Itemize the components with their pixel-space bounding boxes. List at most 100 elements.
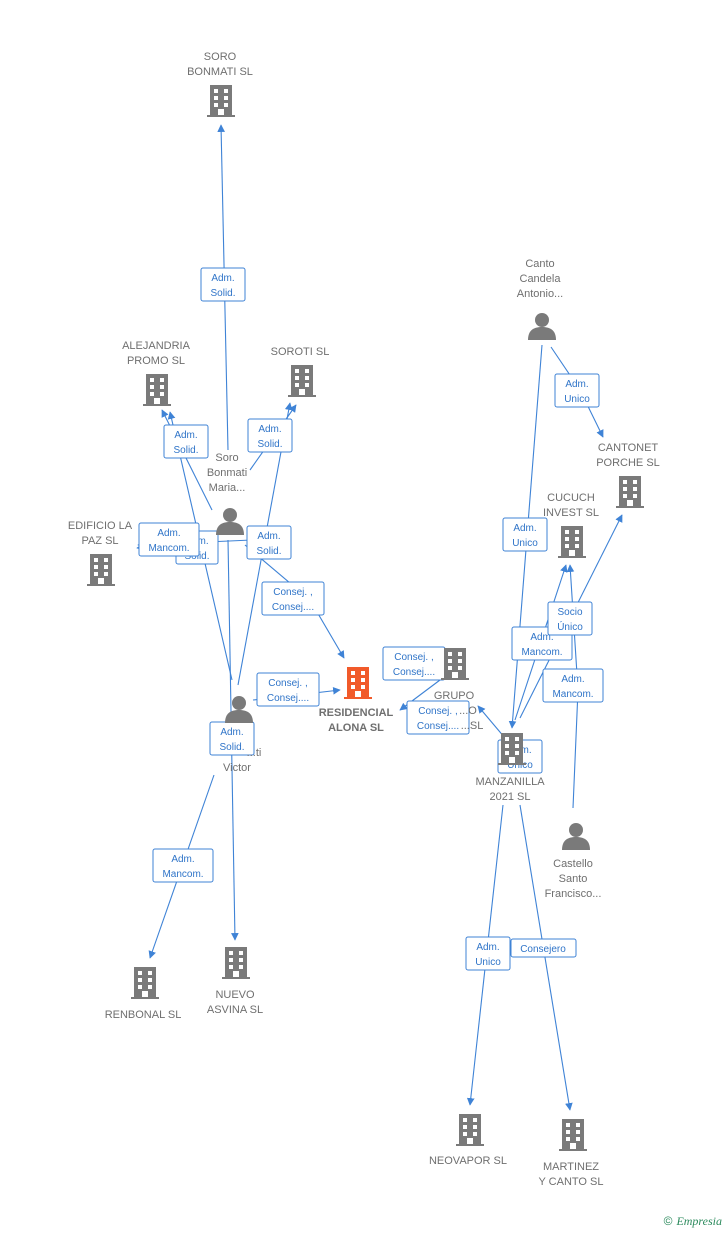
edge-label[interactable]: Socio Único — [547, 601, 593, 636]
node-alejandria-promo[interactable]: ALEJANDRIA PROMO SL — [122, 340, 191, 406]
node-soro-bonmati-sl[interactable]: SORO BONMATI SL — [187, 51, 253, 117]
edge-label-line: Adm. — [476, 942, 499, 953]
building-icon — [344, 667, 372, 699]
node-residencial-alona[interactable]: RESIDENCIAL ALONA SL — [319, 667, 394, 734]
brand-logo[interactable]: Empresia — [676, 1214, 722, 1228]
node-label: NUEVO — [215, 989, 255, 1001]
node-label: Candela — [520, 273, 562, 285]
node-label: NEOVAPOR SL — [429, 1155, 507, 1167]
edge-label[interactable]: Adm. Unico — [554, 373, 600, 408]
edge-label-line: Solid. — [173, 445, 198, 456]
edge-label[interactable]: Consejero — [510, 938, 577, 958]
node-cucuch-invest[interactable]: CUCUCH INVEST SL — [543, 492, 599, 558]
edge-label-line: Mancom. — [521, 647, 562, 658]
node-label: Victor — [223, 762, 251, 774]
edge-label[interactable]: Adm. Mancom. — [138, 522, 200, 557]
building-icon — [616, 476, 644, 508]
node-label: Canto — [525, 258, 554, 270]
node-label: CUCUCH — [547, 492, 595, 504]
edge-label-line: Solid. — [256, 546, 281, 557]
edge-label-line: Unico — [475, 957, 501, 968]
edge-label[interactable]: Adm. Unico — [502, 517, 548, 552]
node-label: Antonio... — [517, 288, 563, 300]
edge-label-line: Adm. — [565, 379, 588, 390]
building-icon — [131, 967, 159, 999]
node-manzanilla[interactable]: MANZANILLA 2021 SL — [475, 733, 545, 803]
edge-label[interactable]: Consej. , Consej.... — [256, 672, 320, 707]
node-label: Bonmati — [207, 467, 247, 479]
node-label: 2021 SL — [490, 791, 531, 803]
building-icon — [87, 554, 115, 586]
edge-label[interactable]: Adm. Solid. — [246, 525, 292, 560]
edge-label[interactable]: Consej. , Consej.... — [382, 646, 446, 681]
edge-label[interactable]: Adm. Mancom. — [152, 848, 214, 883]
edge-label[interactable]: Consej. , Consej.... — [406, 700, 470, 735]
edge-label[interactable]: Adm. Unico — [465, 936, 511, 971]
node-label: Castello — [553, 858, 593, 870]
node-renbonal[interactable]: RENBONAL SL — [105, 967, 182, 1021]
node-label: ALEJANDRIA — [122, 340, 191, 352]
edge-label-line: Consejero — [520, 944, 566, 955]
edge-label-line: Adm. — [174, 430, 197, 441]
node-label: Soro — [215, 452, 238, 464]
node-label: BONMATI SL — [187, 66, 253, 78]
node-label: MANZANILLA — [475, 776, 545, 788]
building-icon — [558, 526, 586, 558]
node-neovapor[interactable]: NEOVAPOR SL — [429, 1114, 507, 1167]
node-label: CANTONET — [598, 442, 659, 454]
node-label: SORO — [204, 51, 237, 63]
node-label: INVEST SL — [543, 507, 599, 519]
edge-label-line: Consej.... — [267, 693, 309, 704]
edge-label-line: Unico — [564, 394, 590, 405]
node-cantonet-porche[interactable]: CANTONET PORCHE SL — [596, 442, 660, 508]
person-icon — [528, 313, 556, 340]
edge-label[interactable]: Adm. Solid. — [200, 267, 246, 302]
edge-label-line: Adm. — [561, 674, 584, 685]
edge-label-line: Mancom. — [148, 543, 189, 554]
edge-label[interactable]: Adm. Solid. — [163, 424, 209, 459]
edge-label[interactable]: Adm. Solid. — [209, 721, 255, 756]
node-label: PROMO SL — [127, 355, 185, 367]
node-label: SOROTI SL — [271, 346, 330, 358]
node-label: GRUPO — [434, 690, 475, 702]
edge-label-line: Solid. — [257, 439, 282, 450]
building-icon — [498, 733, 526, 765]
edge-label-line: Adm. — [257, 531, 280, 542]
node-victor[interactable]: ...ti Victor — [223, 696, 261, 774]
edge-label-line: Consej. , — [273, 587, 312, 598]
nodes: SORO BONMATI SL ALEJANDRIA PROMO SL SORO… — [68, 51, 660, 1188]
building-icon — [222, 947, 250, 979]
edge-label-line: Adm. — [211, 273, 234, 284]
edge-label-line: Mancom. — [162, 869, 203, 880]
node-nuevo-asvina[interactable]: NUEVO ASVINA SL — [207, 947, 263, 1016]
node-label: RESIDENCIAL — [319, 707, 394, 719]
node-label: Y CANTO SL — [538, 1176, 603, 1188]
node-martinez-y-canto[interactable]: MARTINEZ Y CANTO SL — [538, 1119, 604, 1188]
edge-label-line: Adm. — [220, 727, 243, 738]
node-label: Santo — [559, 873, 588, 885]
footer: ©Empresia — [664, 1214, 722, 1229]
node-label: ASVINA SL — [207, 1004, 263, 1016]
edge-label-line: Consej.... — [272, 602, 314, 613]
edge-label-line: Consej. , — [268, 678, 307, 689]
node-castello-santo[interactable]: Castello Santo Francisco... — [545, 823, 602, 900]
edge-line — [477, 705, 506, 739]
edge-label-line: Adm. — [171, 854, 194, 865]
node-grupo[interactable]: GRUPO ...O ...SL — [434, 648, 483, 732]
node-edificio-la-paz[interactable]: EDIFICIO LA PAZ SL — [68, 520, 133, 586]
edge-label-line: Mancom. — [552, 689, 593, 700]
node-soroti[interactable]: SOROTI SL — [271, 346, 330, 397]
node-canto-candela[interactable]: Canto Candela Antonio... — [517, 258, 563, 340]
node-label: EDIFICIO LA — [68, 520, 133, 532]
edge-label-line: Unico — [507, 760, 533, 771]
edge-label-line: Consej.... — [393, 667, 435, 678]
person-icon — [225, 696, 253, 723]
edge-label[interactable]: Adm. Solid. — [247, 418, 293, 453]
node-soro-bonmati-maria[interactable]: Soro Bonmati Maria... — [207, 452, 247, 535]
edge-label[interactable]: Adm. Mancom. — [542, 668, 604, 703]
building-icon — [207, 85, 235, 117]
node-label: ...SL — [461, 720, 484, 732]
building-icon — [559, 1119, 587, 1151]
edge-label[interactable]: Consej. , Consej.... — [261, 581, 325, 616]
edge-label-line: Unico — [512, 538, 538, 549]
